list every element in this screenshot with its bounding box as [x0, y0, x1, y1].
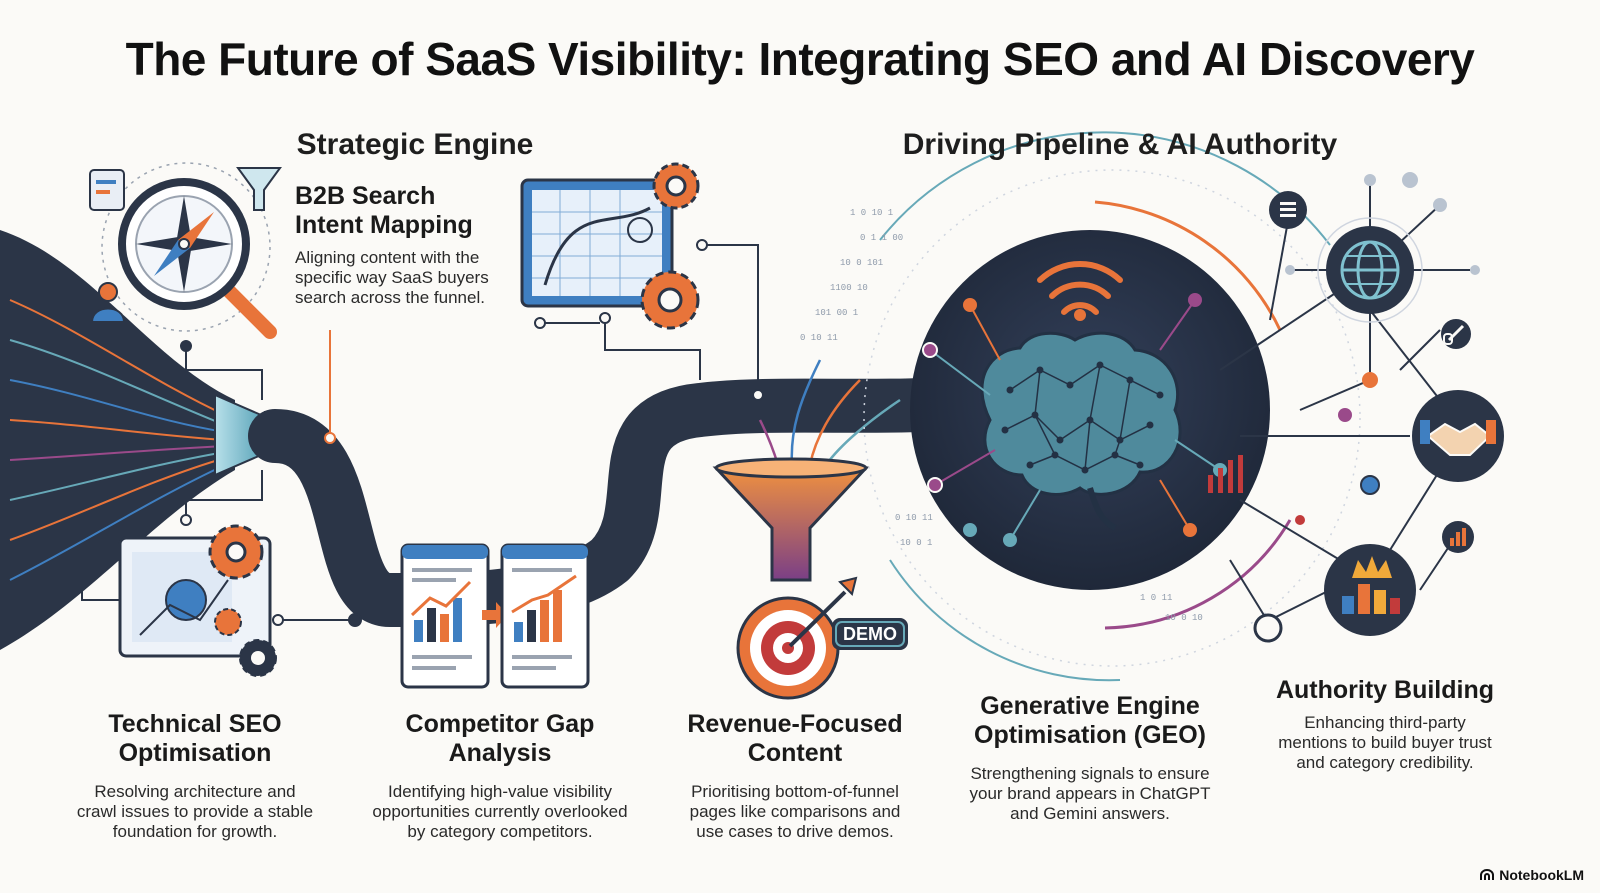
technical-seo-desc-line3: foundation for growth. — [112, 822, 278, 841]
notebooklm-logo-icon — [1480, 869, 1495, 880]
geo-heading-line1: Generative Engine — [980, 692, 1200, 720]
brand-name: NotebookLM — [1499, 867, 1584, 883]
gear-icon — [239, 639, 277, 677]
competitor-gap-block: Competitor Gap Analysis Identifying high… — [350, 710, 650, 842]
demo-badge-label: DEMO — [843, 624, 897, 644]
funnel-icon — [712, 457, 870, 582]
svg-text:0 10 11: 0 10 11 — [895, 513, 933, 523]
intent-mapping-heading-line1: B2B Search — [295, 182, 436, 210]
network-nodes — [1253, 172, 1480, 643]
connector-dots — [180, 239, 764, 627]
target-icon — [736, 576, 858, 700]
revenue-content-desc-line1: Prioritising bottom-of-funnel — [691, 782, 899, 801]
gear-icon — [214, 608, 242, 636]
section-title-strategic: Strategic Engine — [296, 128, 534, 161]
intent-mapping-heading-line2: Intent Mapping — [295, 211, 473, 239]
demo-badge — [832, 618, 908, 650]
revenue-content-desc-line3: use cases to drive demos. — [696, 822, 894, 841]
authority-desc-line1: Enhancing third-party — [1304, 713, 1466, 732]
handshake-icon — [1412, 390, 1504, 482]
pipeline-path — [248, 373, 1007, 628]
intent-mapping-illustration — [89, 162, 282, 339]
technical-seo-desc-line2: crawl issues to provide a stable — [76, 802, 314, 821]
competitor-gap-desc-line2: opportunities currently overlooked — [372, 802, 628, 821]
chart-icon — [1208, 455, 1243, 493]
svg-text:10 0 101: 10 0 101 — [840, 258, 883, 268]
brand-watermark: NotebookLM — [1480, 867, 1584, 883]
page-title: The Future of SaaS Visibility: Integrati… — [125, 33, 1475, 85]
gear-icon — [640, 270, 700, 330]
svg-text:101 00 1: 101 00 1 — [815, 308, 858, 318]
svg-text:1 0 10 1: 1 0 10 1 — [850, 208, 893, 218]
data-stream-left — [0, 230, 235, 650]
authority-desc-line2: mentions to build buyer trust — [1278, 733, 1492, 752]
intent-mapping-desc-line1: Aligning content with the — [295, 248, 480, 267]
binary-rain: 1 0 10 1 0 1 1 00 10 0 101 1100 10 101 00 … — [800, 208, 1203, 623]
intent-mapping-block: B2B Search Intent Mapping Aligning conte… — [295, 182, 525, 308]
brain-icon — [980, 331, 1182, 531]
authority-heading: Authority Building — [1275, 676, 1495, 704]
authority-network — [1219, 172, 1504, 643]
browser-window-right — [500, 543, 590, 689]
competitor-gap-heading-line1: Competitor Gap — [405, 710, 595, 738]
authority-desc-line3: and category credibility. — [1296, 753, 1474, 772]
revenue-content-desc-line2: pages like comparisons and — [689, 802, 901, 821]
link-icon — [1441, 319, 1471, 349]
technical-seo-block: Technical SEO Optimisation Resolving arc… — [55, 710, 335, 842]
competitor-gap-desc-line1: Identifying high-value visibility — [388, 782, 612, 801]
svg-text:1 0 11: 1 0 11 — [1140, 593, 1172, 603]
competitor-gap-desc-line3: by category competitors. — [407, 822, 593, 841]
svg-text:1100 10: 1100 10 — [830, 283, 868, 293]
technical-seo-heading-line1: Technical SEO — [108, 710, 282, 738]
wifi-icon — [1037, 261, 1123, 315]
section-title-pipeline: Driving Pipeline & AI Authority — [902, 128, 1338, 161]
svg-text:10 0 1: 10 0 1 — [900, 538, 932, 548]
chart-icon — [1442, 521, 1474, 553]
conversion-funnel-illustration — [712, 359, 908, 700]
geo-desc-line2: your brand appears in ChatGPT — [969, 784, 1211, 803]
ai-signal-nodes — [922, 293, 1227, 547]
intent-mapping-desc-line3: search across the funnel. — [295, 288, 485, 307]
revenue-content-heading-line1: Revenue-Focused — [687, 710, 903, 738]
revenue-content-heading-line2: Content — [747, 739, 843, 767]
document-list-icon — [1269, 191, 1307, 229]
authority-block: Authority Building Enhancing third-party… — [1250, 676, 1520, 773]
geo-desc-line1: Strengthening signals to ensure — [970, 764, 1210, 783]
technical-seo-heading-line2: Optimisation — [118, 739, 272, 767]
technical-seo-illustration — [118, 524, 277, 677]
geo-heading-line2: Optimisation (GEO) — [974, 721, 1206, 749]
gear-icon — [208, 524, 264, 580]
svg-text:0 1 1 00: 0 1 1 00 — [860, 233, 903, 243]
globe-icon — [1317, 217, 1423, 323]
browser-window-left — [400, 543, 490, 689]
competitor-gap-illustration — [400, 543, 590, 689]
geo-desc-line3: and Gemini answers. — [1010, 804, 1170, 823]
gear-icon — [652, 162, 700, 210]
revenue-content-block: Revenue-Focused Content Prioritising bot… — [660, 710, 930, 842]
ai-brain-hub: 1 0 10 1 0 1 1 00 10 0 101 1100 10 101 00 … — [800, 131, 1361, 682]
blueprint-gears-illustration — [520, 162, 700, 330]
svg-text:10 0 10: 10 0 10 — [1165, 613, 1203, 623]
competitor-gap-heading-line2: Analysis — [448, 739, 552, 767]
crown-icon — [1324, 544, 1416, 636]
svg-text:0 10 11: 0 10 11 — [800, 333, 838, 343]
geo-block: Generative Engine Optimisation (GEO) Str… — [950, 692, 1230, 824]
intent-mapping-desc-line2: specific way SaaS buyers — [295, 268, 489, 287]
technical-seo-desc-line1: Resolving architecture and — [94, 782, 296, 801]
